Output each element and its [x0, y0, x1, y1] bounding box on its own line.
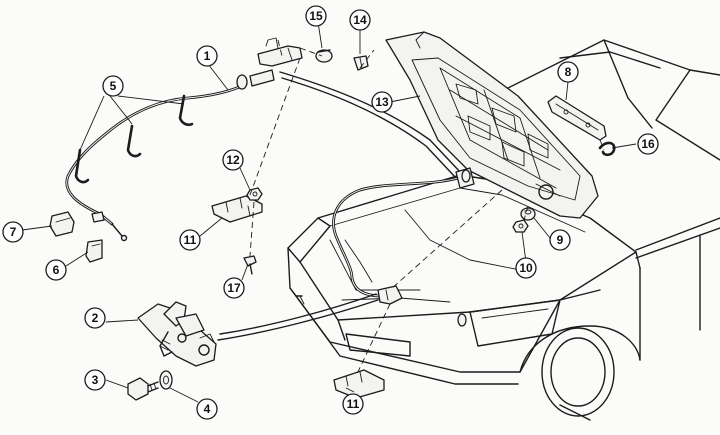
callout-2-label: 2 [92, 311, 99, 325]
callout-12: 12 [222, 149, 244, 171]
bracket-nut [246, 187, 263, 201]
callout-15-label: 15 [309, 9, 323, 23]
cable-guide-bracket-upper [211, 195, 263, 223]
callout-6: 6 [45, 259, 67, 281]
callout-1: 1 [196, 45, 218, 67]
callout-11-upper: 11 [179, 229, 201, 251]
cable-grommet [49, 211, 75, 237]
callout-3: 3 [84, 369, 106, 391]
callout-11-lower-label: 11 [347, 397, 360, 411]
callout-9: 9 [549, 229, 571, 251]
cable-clips [74, 94, 194, 184]
callout-17: 17 [223, 277, 245, 299]
callout-8: 8 [557, 61, 579, 83]
hood-latch-assembly [137, 301, 217, 367]
callout-5: 5 [102, 75, 124, 97]
callout-9-label: 9 [557, 233, 564, 247]
leader-lines [21, 21, 637, 403]
callout-11-upper-label: 11 [184, 233, 197, 247]
callout-7: 7 [2, 221, 24, 243]
callout-10-label: 10 [519, 261, 533, 275]
hood-buffer [520, 207, 536, 221]
callout-8-label: 8 [565, 65, 572, 79]
hood-panel [385, 31, 599, 219]
callout-17-label: 17 [227, 281, 241, 295]
alignment-lines [249, 39, 605, 377]
callout-4: 4 [196, 398, 218, 420]
latch-washer [159, 370, 173, 390]
callout-6-label: 6 [53, 263, 60, 277]
release-handle-clip [85, 239, 103, 263]
callout-4-label: 4 [204, 402, 211, 416]
callout-15: 15 [305, 5, 327, 27]
cable-guide-bracket-lower [333, 369, 385, 399]
hood-hinge-bracket [547, 95, 607, 141]
car-body [287, 39, 720, 421]
buffer-nut [512, 219, 529, 233]
callout-5-label: 5 [110, 79, 117, 93]
callout-1-label: 1 [204, 49, 211, 63]
latch-bolt [127, 377, 159, 401]
callout-13: 13 [371, 91, 393, 113]
callout-3-label: 3 [92, 373, 99, 387]
callout-14-label: 14 [353, 13, 367, 27]
callout-12-label: 12 [226, 153, 240, 167]
callout-11-lower: 11 [342, 393, 364, 415]
hood-bump-stop [315, 49, 333, 63]
callout-2: 2 [84, 307, 106, 329]
callout-7-label: 7 [10, 225, 17, 239]
callout-13-label: 13 [375, 95, 389, 109]
hinge-clip [598, 141, 616, 157]
callout-10: 10 [515, 257, 537, 279]
callout-16: 16 [637, 133, 659, 155]
bracket-screw [243, 255, 257, 275]
callout-16-label: 16 [641, 137, 655, 151]
release-cable [65, 37, 475, 341]
callout-14: 14 [349, 9, 371, 31]
insulation-clip [353, 55, 369, 71]
